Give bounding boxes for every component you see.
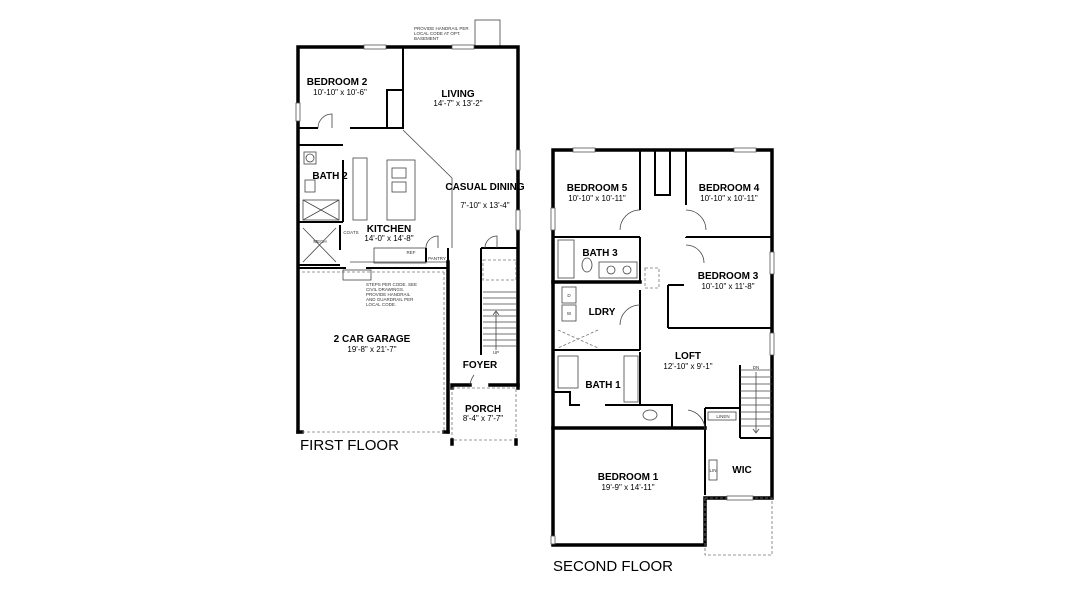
- room-size: 10'-10" x 11'-8": [701, 282, 754, 291]
- kitchen-island: [386, 159, 416, 221]
- room-label: BEDROOM 4: [699, 183, 760, 194]
- dn-label: DN: [753, 365, 760, 370]
- dryer-label: D: [567, 293, 571, 298]
- coats-label: COATS: [343, 230, 358, 235]
- washer-label: W: [567, 311, 572, 316]
- room-label: BEDROOM 2: [307, 77, 368, 88]
- room-label: FOYER: [463, 360, 498, 371]
- room-size: 8'-4" x 7'-7": [463, 414, 503, 423]
- handrail-note: PROVIDE HANDRAIL PER LOCAL CODE AT OPT. …: [414, 26, 469, 41]
- up-label: UP: [493, 350, 499, 355]
- lin-label: LIN: [709, 468, 716, 473]
- room-label: LDRY: [589, 307, 616, 318]
- room-size: 7'-10" x 13'-4": [460, 201, 509, 210]
- room-label: CASUAL DINING: [445, 182, 524, 193]
- room-label: BATH 1: [585, 380, 621, 391]
- room-size: 14'-0" x 14'-8": [364, 234, 413, 243]
- second-floor-title: SECOND FLOOR: [553, 558, 673, 575]
- room-label: 2 CAR GARAGE: [334, 334, 411, 345]
- window: [363, 44, 387, 50]
- room-label: BATH 2: [312, 171, 348, 182]
- linen-label: LINEN: [716, 414, 729, 419]
- mech-label: MECH: [313, 239, 326, 244]
- room-label: PORCH: [465, 404, 501, 415]
- staircase: [740, 369, 772, 434]
- window: [295, 102, 301, 122]
- room-label: BEDROOM 3: [698, 271, 759, 282]
- room-size: 12'-10" x 9'-1": [663, 362, 712, 371]
- bay-window: [474, 19, 501, 47]
- room-size: 10'-10" x 10'-6": [313, 88, 367, 97]
- window: [451, 44, 475, 50]
- room-label: BEDROOM 1: [598, 472, 659, 483]
- room-size: 10'-10" x 10'-11": [700, 194, 758, 203]
- room-size: 10'-10" x 10'-11": [568, 194, 626, 203]
- room-label: LIVING: [441, 89, 475, 100]
- room-label: BEDROOM 5: [567, 183, 628, 194]
- room-label: LOFT: [675, 351, 701, 362]
- porch-outline: [451, 387, 517, 441]
- room-label: KITCHEN: [367, 224, 411, 235]
- room-size: 14'-7" x 13'-2": [433, 99, 482, 108]
- balcony-outline: [704, 497, 773, 556]
- window: [515, 209, 521, 231]
- room-size: 19'-9" x 14'-11": [601, 483, 654, 492]
- staircase: [482, 259, 517, 350]
- steps-note: STEPS PER CODE. SEE CIVIL DRAWINGS. PROV…: [366, 282, 418, 307]
- ref-label: REF: [407, 250, 416, 255]
- room-label: BATH 3: [582, 248, 618, 259]
- second-floor-plan: BEDROOM 5 10'-10" x 10'-11" BEDROOM 4 10…: [550, 147, 775, 575]
- window: [515, 149, 521, 171]
- first-floor-title: FIRST FLOOR: [300, 437, 399, 454]
- pantry-label: PANTRY: [428, 256, 446, 261]
- first-floor-plan: BEDROOM 2 10'-10" x 10'-6" LIVING 14'-7"…: [295, 19, 525, 454]
- room-size: 19'-8" x 21'-7": [347, 345, 396, 354]
- room-label: WIC: [732, 465, 751, 476]
- exterior-wall: [551, 148, 774, 547]
